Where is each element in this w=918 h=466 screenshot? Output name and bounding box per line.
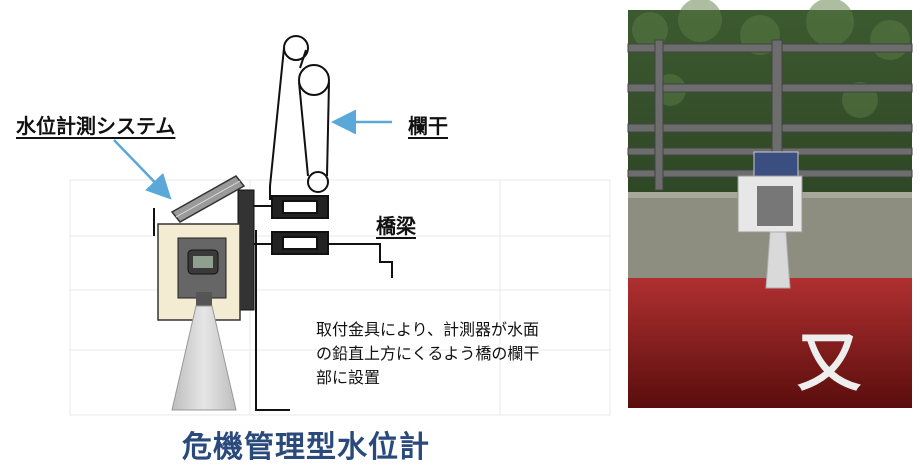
site-photo xyxy=(627,0,913,408)
railing-drawing xyxy=(269,35,330,200)
figure-caption: 危機管理型水位計 xyxy=(182,430,430,465)
arrow-to-system xyxy=(113,139,172,200)
photo-sign-character: 又 xyxy=(797,327,861,401)
description-line: 取付金具により、計測器が水面 xyxy=(316,320,540,339)
girder-brackets xyxy=(254,195,329,255)
instrument-box xyxy=(157,223,241,321)
solar-panel xyxy=(170,175,246,223)
description-line: の鉛直上方にくるよう橋の欄干 xyxy=(316,344,540,363)
bridge-girder-support xyxy=(255,230,290,411)
description-line: 部に設置 xyxy=(316,368,381,387)
bridge-girder-outline xyxy=(328,243,393,278)
installation-description: 取付金具により、計測器が水面 の鉛直上方にくるよう橋の欄干 部に設置 xyxy=(316,318,616,390)
label-bridge-girder: 橋梁 xyxy=(376,214,416,238)
label-water-level-system: 水位計測システム xyxy=(16,114,176,138)
radar-beam-cone xyxy=(171,305,237,411)
label-railing: 欄干 xyxy=(408,114,448,138)
